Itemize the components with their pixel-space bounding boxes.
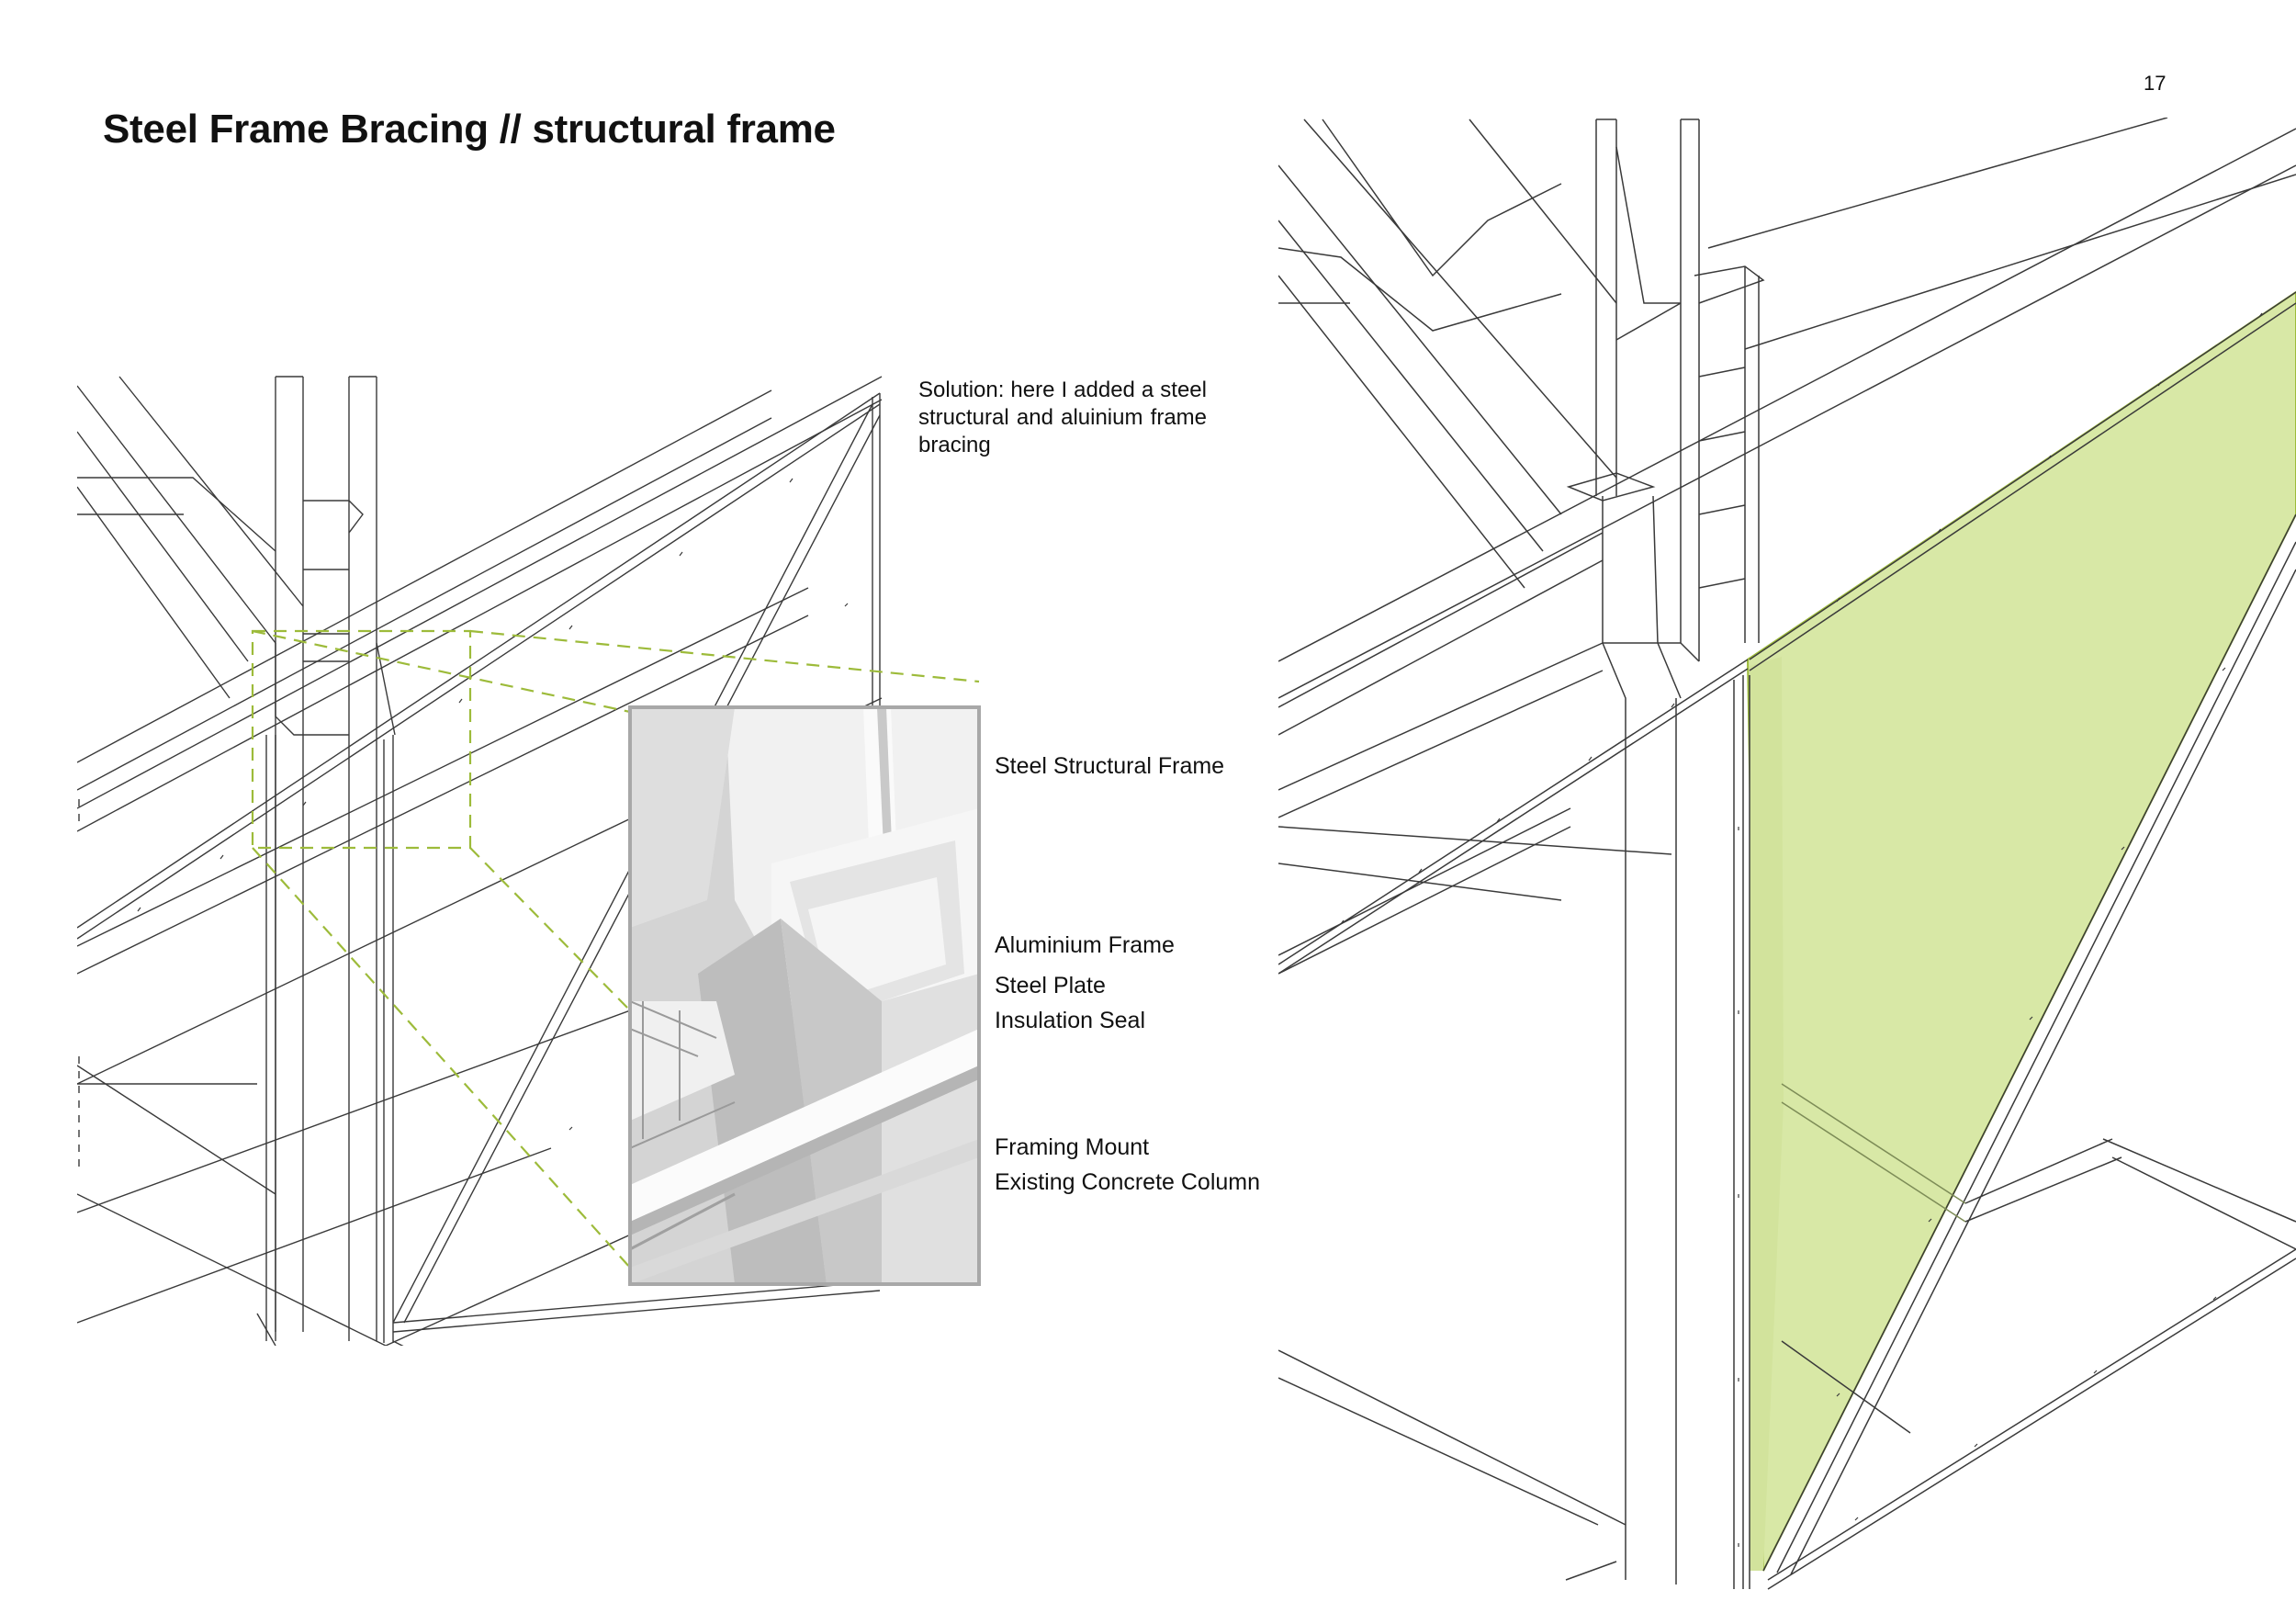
label-steel-structural-frame: Steel Structural Frame <box>995 753 1225 779</box>
label-aluminium-frame: Aluminium Frame <box>995 932 1175 958</box>
structure-wireframe-right <box>1278 118 2296 1590</box>
label-framing-mount: Framing Mount <box>995 1134 1150 1160</box>
page-title: Steel Frame Bracing // structural frame <box>103 107 836 152</box>
label-insulation-seal: Insulation Seal <box>995 1008 1146 1033</box>
detail-enlargement <box>628 705 981 1286</box>
structure-wireframe <box>77 376 883 1346</box>
green-bracing-panel <box>1746 290 2296 1572</box>
solution-note: Solution: here I added a steel structura… <box>918 378 1207 457</box>
detail-highlight-box <box>251 629 980 1269</box>
label-existing-concrete-column: Existing Concrete Column <box>995 1169 1261 1195</box>
label-steel-plate: Steel Plate <box>995 973 1106 998</box>
page-number: 17 <box>2144 72 2167 95</box>
